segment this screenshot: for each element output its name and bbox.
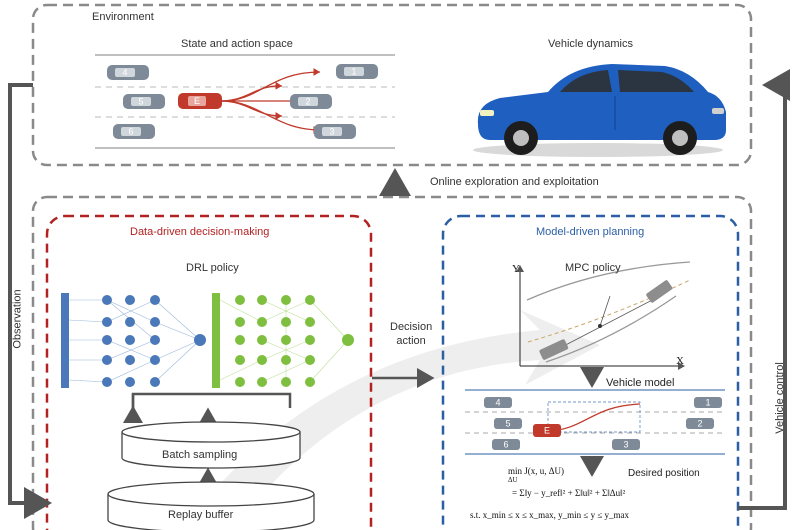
mpc-diagram — [516, 261, 691, 370]
vm-car-4-label: 4 — [495, 398, 500, 408]
vehicle-dynamics-title: Vehicle dynamics — [548, 38, 633, 50]
env-car-3 — [314, 124, 356, 139]
decision-action-label: Decision action — [390, 320, 432, 348]
env-car-2 — [290, 94, 332, 109]
vm-car-3-label: 3 — [623, 440, 628, 450]
objective-sub: ΔU — [508, 476, 518, 484]
data-driven-title: Data-driven decision-making — [130, 226, 270, 238]
agent-outer-box — [31, 195, 753, 530]
vm-car-4 — [484, 397, 512, 408]
flow-arrows — [8, 69, 790, 519]
online-exploration-label: Online exploration and exploitation — [430, 176, 599, 188]
env-car-2-label: 2 — [305, 97, 310, 107]
vm-car-2-label: 2 — [697, 419, 702, 429]
vm-car-6-label: 6 — [503, 440, 508, 450]
vehicle-model-label: Vehicle model — [606, 377, 675, 389]
cost-equation: = Σ‖y − y_ref‖² + Σ‖u‖² + Σ‖Δu‖² — [512, 488, 626, 498]
env-car-6 — [113, 124, 155, 139]
vm-car-1-label: 1 — [705, 398, 710, 408]
env-car-3-label: 3 — [329, 127, 334, 137]
drl-network-green — [212, 293, 354, 388]
model-driven-title: Model-driven planning — [536, 226, 645, 238]
batch-sampling-cylinder — [121, 421, 301, 469]
vm-car-5-label: 5 — [505, 419, 510, 429]
blue-car-illustration — [473, 64, 726, 157]
replay-buffer-cylinder — [107, 481, 315, 530]
vm-car-6 — [492, 439, 520, 450]
vm-ego-label: E — [544, 426, 550, 436]
objective-equation: min J(x, u, ΔU) — [508, 466, 565, 476]
environment-box — [31, 3, 753, 167]
vm-car-3 — [612, 439, 640, 450]
drl-policy-title: DRL policy — [186, 262, 239, 274]
env-car-1-label: 1 — [351, 67, 356, 77]
vm-ego-car — [533, 424, 561, 437]
vm-car-5 — [494, 418, 522, 429]
data-driven-box — [45, 214, 373, 530]
mpc-policy-title: MPC policy — [565, 262, 621, 274]
env-ego-car — [178, 93, 222, 109]
environment-title: Environment — [92, 11, 154, 23]
vehicle-control-label: Vehicle control — [773, 362, 786, 434]
vm-car-2 — [686, 418, 714, 429]
env-ego-label: E — [194, 96, 200, 106]
model-driven-box — [441, 214, 740, 530]
decision-line2: action — [396, 335, 426, 347]
env-car-5-label: 5 — [138, 97, 143, 107]
env-car-1 — [336, 64, 378, 79]
state-action-title: State and action space — [181, 38, 293, 50]
desired-position-label: Desired position — [628, 468, 700, 479]
replay-buffer-label: Replay buffer — [168, 509, 234, 521]
observation-label: Observation — [11, 289, 24, 349]
decision-line1: Decision — [390, 321, 433, 333]
vm-car-1 — [694, 397, 722, 408]
batch-sampling-label: Batch sampling — [162, 449, 238, 461]
road-lines — [95, 54, 395, 149]
env-car-4-label: 4 — [122, 68, 127, 78]
axis-y-label: Y — [512, 263, 520, 275]
axis-x-label: X — [676, 355, 684, 367]
drl-network-blue — [61, 293, 206, 388]
background-cycle-arrow — [190, 310, 600, 520]
constraint-equation: s.t. x_min ≤ x ≤ x_max, y_min ≤ y ≤ y_ma… — [470, 510, 630, 520]
env-car-5 — [123, 94, 165, 109]
env-car-4 — [107, 65, 149, 80]
env-car-6-label: 6 — [128, 127, 133, 137]
